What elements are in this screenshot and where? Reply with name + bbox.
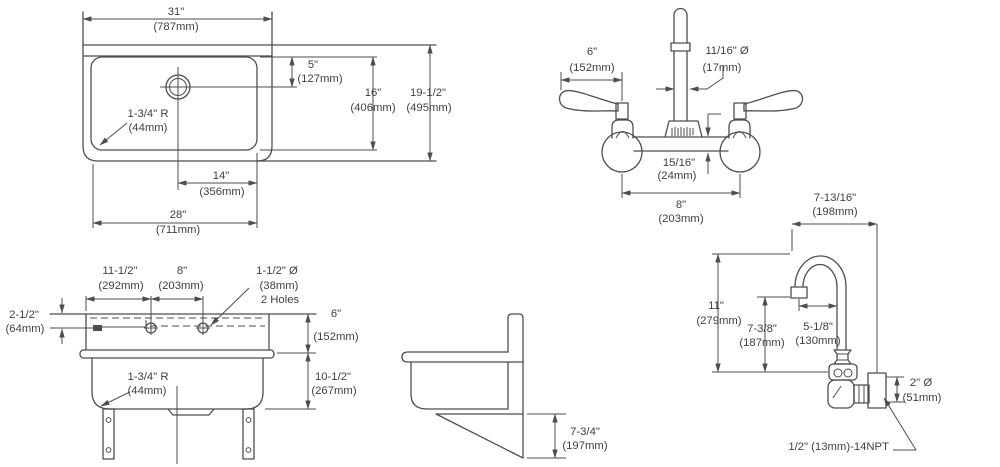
dim-bowl-depth-mm: (406mm) <box>350 102 395 114</box>
dim-bracket-mm: (197mm) <box>562 440 607 452</box>
dim-front-radius-mm: (44mm) <box>128 385 167 397</box>
dim-overall-depth-mm: (495mm) <box>406 102 451 114</box>
dim-top-overall-width-in: 31" <box>168 6 185 18</box>
dim-centers-mm: (203mm) <box>658 213 703 225</box>
dim-handle-length-in: 6" <box>587 46 597 58</box>
dim-spout-dia-in: 11/16" Ø <box>705 45 749 57</box>
dim-edge-hole-mm: (292mm) <box>98 280 143 292</box>
dim-hole-count: 2 Holes <box>261 294 300 306</box>
dim-bowl-height-in: 10-1/2" <box>315 371 351 383</box>
dim-top-radius-in: 1-3/4" R <box>127 108 168 120</box>
dim-top-overall-width-mm: (787mm) <box>153 21 198 33</box>
dim-outlet-h-in: 7-3/8" <box>747 323 777 335</box>
dim-reach-in: 5-1/8" <box>803 321 833 333</box>
faucet-side-view: 7-13/16" (198mm) 11" (279mm) 7-3/8" (187… <box>696 192 941 453</box>
dim-body-height-mm: (24mm) <box>658 170 697 182</box>
dim-top-to-hole-mm: (64mm) <box>6 323 45 335</box>
dim-projection-mm: (198mm) <box>812 206 857 218</box>
dim-drain-side-mm: (356mm) <box>199 186 244 198</box>
dim-bracket-in: 7-3/4" <box>570 426 600 438</box>
inlet-connection-note: 1/2" (13mm)-14NPT <box>788 441 889 453</box>
dim-reach-mm: (130mm) <box>795 335 840 347</box>
dim-bowl-height-mm: (267mm) <box>311 385 356 397</box>
sink-front-view: 11-1/2" (292mm) 8" (203mm) 1-1/2" Ø (38m… <box>6 265 359 464</box>
sink-top-view: 31" (787mm) 5" (127mm) 16" (406mm) 19-1/… <box>82 6 452 236</box>
dim-front-radius-in: 1-3/4" R <box>127 371 168 383</box>
wall-flange <box>867 372 887 409</box>
faucet-logo-hatch <box>671 127 694 136</box>
dim-drain-back-mm: (127mm) <box>297 73 342 85</box>
dim-bowl-width-in: 28" <box>170 209 187 221</box>
left-wrist-handle <box>558 89 619 112</box>
overflow-mark <box>93 325 102 331</box>
dim-backsplash-mm: (152mm) <box>313 331 358 343</box>
dim-outlet-h-mm: (187mm) <box>739 337 784 349</box>
dim-backsplash-in: 6" <box>331 308 341 320</box>
dim-body-height-in: 15/16" <box>663 157 695 169</box>
right-wrist-handle <box>743 89 804 112</box>
dim-bowl-width-mm: (711mm) <box>156 224 201 236</box>
dim-height-mm: (279mm) <box>696 315 741 327</box>
dim-handle-length-mm: (152mm) <box>569 62 614 74</box>
dim-bowl-depth-in: 16" <box>365 87 382 99</box>
spout-outlet <box>790 286 808 299</box>
dim-hole-dia-in: 1-1/2" Ø <box>256 265 298 277</box>
sink-side-view: 7-3/4" (197mm) <box>401 313 608 459</box>
dim-top-radius-mm: (44mm) <box>129 122 168 134</box>
dim-hole-spacing-mm: (203mm) <box>158 280 203 292</box>
dim-centers-in: 8" <box>676 199 686 211</box>
dim-hole-dia-mm: (38mm) <box>260 280 299 292</box>
dim-flange-dia-mm: (51mm) <box>903 392 942 404</box>
dim-flange-dia-in: 2" Ø <box>910 377 932 389</box>
dim-overall-depth-in: 19-1/2" <box>410 87 446 99</box>
dim-projection-in: 7-13/16" <box>814 192 856 204</box>
dim-edge-hole-in: 11-1/2" <box>102 265 137 277</box>
wall-bracket <box>435 413 524 459</box>
dim-height-in: 11" <box>708 300 724 312</box>
dim-drain-side-in: 14" <box>213 170 230 182</box>
dim-hole-spacing-in: 8" <box>177 265 187 277</box>
faucet-front-view: 6" (152mm) 11/16" Ø (17mm) 15/16" (24mm)… <box>558 7 804 225</box>
dim-drain-back-in: 5" <box>308 59 318 71</box>
dim-spout-dia-mm: (17mm) <box>703 62 742 74</box>
dim-top-to-hole-in: 2-1/2" <box>9 309 39 321</box>
